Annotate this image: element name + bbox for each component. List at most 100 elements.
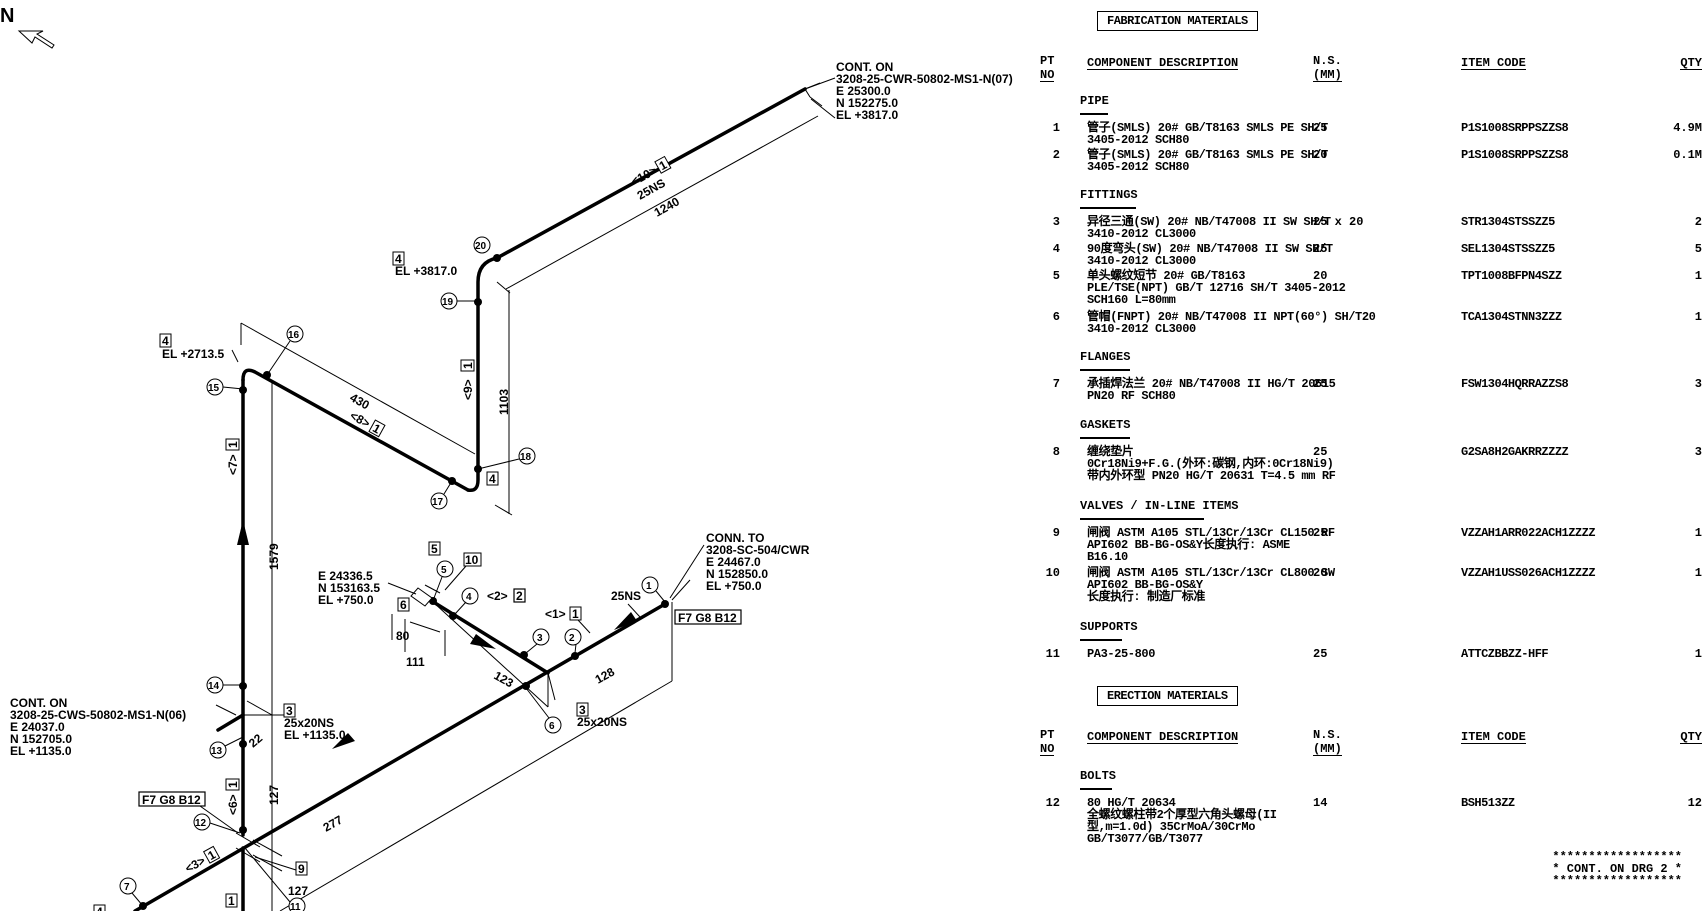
svg-text:3: 3	[537, 633, 543, 644]
item-box-4	[159, 333, 172, 348]
svg-text:16: 16	[288, 330, 300, 341]
flow-arrow-icon	[470, 634, 496, 649]
isometric-drawing: N	[0, 5, 1013, 911]
item-box-3	[283, 703, 296, 718]
group-flanges: FLANGES	[1080, 351, 1130, 371]
elevation-1135: EL +1135.0	[284, 728, 346, 742]
svg-text:1: 1	[646, 581, 652, 592]
svg-text:E 24467.0: E 24467.0	[706, 555, 761, 569]
flange-tag-right	[674, 609, 742, 625]
svg-text:9: 9	[298, 862, 305, 876]
dimension-22: 22	[246, 731, 265, 751]
bubble-16: 16	[286, 325, 304, 343]
pipe-branch-left	[216, 713, 245, 732]
segment-label-1: <1>	[545, 607, 566, 621]
svg-text:CONT. ON: CONT. ON	[836, 60, 893, 74]
reducer-size: 25x20NS	[577, 715, 627, 729]
col-ns: N.S.(MM)	[1313, 728, 1342, 756]
continuation-note: ****************** * CONT. ON DRG 2 * **…	[1552, 850, 1682, 888]
dimension-111: 111	[406, 655, 425, 669]
item-box-5	[428, 541, 441, 556]
svg-text:17: 17	[432, 497, 444, 508]
segment-label-6: <6>	[226, 794, 240, 815]
item-box-4	[392, 251, 405, 266]
group-pipe: PIPE	[1080, 95, 1109, 115]
svg-text:1: 1	[228, 894, 235, 908]
dimension-127: 127	[288, 884, 308, 898]
svg-text:CONN. TO: CONN. TO	[706, 531, 764, 545]
svg-text:N 152850.0: N 152850.0	[706, 567, 768, 581]
svg-text:4: 4	[489, 472, 496, 486]
flow-arrow-icon	[614, 612, 637, 630]
dimension-1240: 1240	[652, 194, 682, 219]
conn-to-label: CONN. TO 3208-SC-504/CWR E 24467.0 N 152…	[706, 531, 810, 593]
segment-label-9: <9>	[461, 379, 475, 400]
cont-on-left-label: CONT. ON 3208-25-CWS-50802-MS1-N(06) E 2…	[10, 696, 186, 758]
item-box-2	[513, 588, 526, 603]
svg-text:3: 3	[579, 703, 586, 717]
segment-label-7: <7>	[226, 454, 240, 475]
bubble-1: 1	[641, 576, 659, 594]
svg-text:11: 11	[290, 902, 301, 911]
svg-text:N 152275.0: N 152275.0	[836, 96, 898, 110]
elevation-3817: EL +3817.0	[395, 264, 457, 278]
svg-text:E 25300.0: E 25300.0	[836, 84, 891, 98]
svg-text:N 153163.5: N 153163.5	[318, 581, 380, 595]
bubble-3: 3	[532, 628, 550, 646]
svg-text:3208-25-CWR-50802-MS1-N(07): 3208-25-CWR-50802-MS1-N(07)	[836, 72, 1013, 86]
svg-text:13: 13	[211, 746, 223, 757]
dimension-127: 127	[267, 785, 281, 805]
svg-text:4: 4	[96, 905, 103, 911]
bubble-15: 15	[206, 378, 224, 396]
flow-arrow-icon	[237, 520, 249, 545]
svg-text:18: 18	[520, 452, 532, 463]
svg-text:20: 20	[475, 241, 487, 252]
bubble-14: 14	[206, 676, 224, 694]
item-box-6	[397, 597, 410, 612]
svg-text:E 24336.5: E 24336.5	[318, 569, 373, 583]
cont-on-top-label: CONT. ON 3208-25-CWR-50802-MS1-N(07) E 2…	[836, 60, 1013, 122]
svg-text:14: 14	[208, 681, 220, 692]
bubble-18: 18	[518, 447, 536, 465]
svg-text:EL +750.0: EL +750.0	[318, 593, 374, 607]
item-box-9	[295, 861, 308, 876]
svg-text:EL +1135.0: EL +1135.0	[10, 744, 72, 758]
dimension-277: 277	[321, 813, 346, 835]
bubble-7: 7	[119, 877, 137, 895]
group-bolts: BOLTS	[1080, 770, 1116, 790]
group-supports: SUPPORTS	[1080, 621, 1138, 641]
bubble-19: 19	[440, 292, 458, 310]
svg-text:E 24037.0: E 24037.0	[10, 720, 65, 734]
dimension-1579: 1579	[267, 543, 281, 570]
valve-coordinates: E 24336.5 N 153163.5 EL +750.0	[318, 569, 380, 607]
pipe-segment-10	[495, 87, 807, 260]
svg-text:12: 12	[195, 818, 207, 829]
bubble-6: 6	[544, 716, 562, 734]
erection-materials-title: ERECTION MATERIALS	[1097, 686, 1238, 706]
svg-text:2: 2	[569, 633, 575, 644]
group-gaskets: GASKETS	[1080, 419, 1130, 439]
svg-text:19: 19	[442, 297, 454, 308]
bubble-20: 20	[473, 236, 491, 254]
bubble-4: 4	[461, 587, 479, 605]
svg-text:F7 G8 B12: F7 G8 B12	[678, 611, 737, 625]
bubble-13: 13	[209, 741, 227, 759]
svg-text:EL +3817.0: EL +3817.0	[836, 108, 898, 122]
elevation-2713: EL +2713.5	[162, 347, 224, 361]
svg-text:5: 5	[441, 565, 447, 576]
svg-text:15: 15	[208, 383, 220, 394]
reducer-size: 25x20NS	[284, 716, 334, 730]
group-fittings: FITTINGS	[1080, 189, 1138, 209]
dimension-128: 128	[593, 665, 618, 687]
item-box-1	[569, 606, 582, 621]
segment-label-2: <2>	[487, 589, 508, 603]
dimension-80: 80	[396, 629, 410, 643]
fabrication-materials-title: FABRICATION MATERIALS	[1097, 11, 1258, 31]
svg-text:F7 G8 B12: F7 G8 B12	[142, 793, 201, 807]
svg-text:CONT. ON: CONT. ON	[10, 696, 67, 710]
svg-text:4: 4	[466, 592, 472, 603]
item-box-3	[576, 702, 589, 717]
pipe-segment-8	[241, 368, 470, 492]
